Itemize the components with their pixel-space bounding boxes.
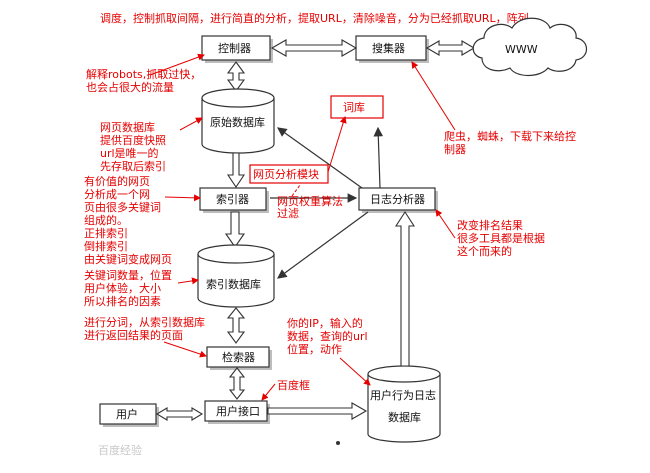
index-database-label: 索引数据库	[206, 277, 261, 291]
behavior-database-label-2: 数据库	[388, 410, 421, 424]
svg-text:进行返回结果的页面: 进行返回结果的页面	[84, 328, 183, 342]
svg-text:进行分词，从索引数据库: 进行分词，从索引数据库	[84, 315, 205, 329]
svg-text:过滤: 过滤	[277, 207, 299, 220]
annotation-user-info-arrow	[339, 357, 371, 386]
vocabulary-box: 词库	[330, 95, 384, 119]
annotation-robots-arrow	[149, 53, 205, 76]
arrow-rawdb-indexer	[226, 152, 246, 188]
arrow-indexdb-retriever	[226, 307, 246, 344]
svg-text:你的IP，输入的: 你的IP，输入的	[287, 316, 363, 330]
retriever-label: 检索器	[222, 350, 255, 364]
user-interface-label: 用户接口	[216, 404, 260, 418]
annotation-webpage-db-arrow	[179, 117, 203, 131]
user-interface-node: 用户接口	[204, 400, 270, 424]
annotation-top: 调度，控制抓取间隔，进行简直的分析，提取URL，清除噪音，分为已经抓取URL，阵…	[100, 11, 540, 25]
svg-text:这个而来的: 这个而来的	[457, 244, 512, 258]
arrow-retriever-ui	[228, 367, 246, 400]
controller-node: 控制器	[201, 35, 273, 63]
annotation-ranking: 改变排名结果 很多工具都是根据 这个而来的	[457, 218, 545, 258]
indexer-label: 索引器	[216, 192, 249, 206]
svg-text:关键词数量，位置: 关键词数量，位置	[84, 268, 172, 282]
annotation-weight-algo-line	[291, 184, 301, 197]
watermark: 百度经验	[98, 443, 142, 457]
annotation-ranking-arrow	[435, 209, 456, 239]
svg-text:网页权重算法: 网页权重算法	[277, 194, 343, 208]
arrow-controller-collector	[270, 39, 358, 57]
raw-database: 原始数据库	[201, 88, 275, 154]
arrow-user-ui	[155, 407, 204, 421]
vocabulary-label: 词库	[343, 101, 365, 114]
svg-text:页由很多关键词: 页由很多关键词	[84, 200, 161, 214]
annotation-valuable-arrow	[164, 194, 201, 202]
index-database: 索引数据库	[197, 244, 275, 308]
svg-text:很多工具都是根据: 很多工具都是根据	[457, 231, 545, 245]
svg-text:有价值的网页: 有价值的网页	[84, 174, 150, 188]
log-analyzer-label: 日志分析器	[370, 192, 425, 206]
controller-label: 控制器	[218, 41, 251, 55]
behavior-database: 用户行为日志 数据库	[367, 365, 441, 443]
annotation-user-info: 你的IP，输入的 数据，查询的url 位置，动作	[287, 316, 368, 356]
svg-text:所以排名的因素: 所以排名的因素	[84, 294, 161, 308]
arrow-loganalyzer-indexdb	[277, 211, 369, 279]
svg-text:解释robots,抓取过快，: 解释robots,抓取过快，	[86, 67, 201, 81]
annotation-crawler-arrow	[411, 61, 456, 131]
annotation-weight-algo: 网页权重算法 过滤	[277, 194, 343, 220]
annotation-segmentation-arrow	[163, 341, 207, 358]
annotation-baidu-box-arrow	[261, 383, 276, 401]
indexer-node: 索引器	[199, 187, 269, 213]
annotation-segmentation: 进行分词，从索引数据库 进行返回结果的页面	[84, 315, 205, 342]
annotation-baidu-box: 百度框	[277, 378, 310, 392]
arrow-behaviordb-loganalyzer	[394, 210, 416, 367]
svg-text:爬虫，蜘蛛，下载下来给控: 爬虫，蜘蛛，下载下来给控	[444, 129, 576, 143]
log-analyzer-node: 日志分析器	[358, 187, 438, 213]
webpage-analysis-label: 网页分析模块	[253, 167, 319, 181]
collector-node: 搜集器	[355, 35, 429, 63]
www-cloud: WWW	[472, 17, 588, 77]
collector-label: 搜集器	[372, 41, 405, 55]
webpage-analysis-vocab-arrow	[327, 116, 347, 173]
arrow-ui-behaviordb	[267, 402, 368, 420]
user-label: 用户	[116, 407, 138, 421]
svg-text:制器: 制器	[444, 143, 466, 156]
svg-text:用户体验，大小: 用户体验，大小	[84, 281, 161, 295]
raw-database-label: 原始数据库	[210, 115, 265, 129]
svg-text:改变排名结果: 改变排名结果	[457, 218, 523, 232]
user-node: 用户	[99, 403, 159, 427]
annotation-keywords: 关键词数量，位置 用户体验，大小 所以排名的因素	[84, 268, 172, 308]
svg-text:组成的。: 组成的。	[84, 213, 128, 227]
svg-text:数据，查询的url: 数据，查询的url	[287, 329, 368, 343]
arrow-loganalyzer-vocab	[373, 126, 384, 189]
behavior-database-label-1: 用户行为日志	[370, 388, 436, 402]
svg-text:正排索引: 正排索引	[84, 226, 128, 240]
annotation-keywords-arrow	[177, 277, 199, 285]
annotation-crawler: 爬虫，蜘蛛，下载下来给控 制器	[444, 129, 576, 156]
arrow-collector-www	[425, 40, 476, 56]
svg-text:url是唯一的: url是唯一的	[100, 146, 159, 160]
annotation-webpage-db: 网页数据库 提供百度快照 url是唯一的 先存取后索引	[100, 120, 166, 173]
www-label: WWW	[505, 43, 538, 56]
svg-text:先存取后索引: 先存取后索引	[100, 159, 166, 173]
dot-marker	[336, 441, 340, 445]
annotation-valuable: 有价值的网页 分析成一个网 页由很多关键词 组成的。 正排索引 倒排索引 由关键…	[84, 174, 172, 266]
svg-text:由关键词变成网页: 由关键词变成网页	[84, 252, 172, 266]
annotation-robots: 解释robots,抓取过快， 也会占很大的流量	[86, 67, 201, 94]
arrow-indexer-indexdb	[224, 211, 246, 248]
webpage-analysis-box: 网页分析模块	[249, 164, 329, 184]
retriever-node: 检索器	[206, 346, 272, 370]
svg-text:提供百度快照: 提供百度快照	[100, 133, 166, 147]
svg-text:倒排索引: 倒排索引	[84, 239, 128, 253]
arrow-controller-rawdb	[226, 61, 246, 92]
svg-text:网页数据库: 网页数据库	[100, 120, 155, 134]
svg-text:也会占很大的流量: 也会占很大的流量	[86, 80, 174, 94]
svg-text:分析成一个网: 分析成一个网	[84, 187, 150, 201]
svg-text:位置，动作: 位置，动作	[287, 342, 342, 356]
arrow-loganalyzer-rawdb	[277, 127, 363, 189]
